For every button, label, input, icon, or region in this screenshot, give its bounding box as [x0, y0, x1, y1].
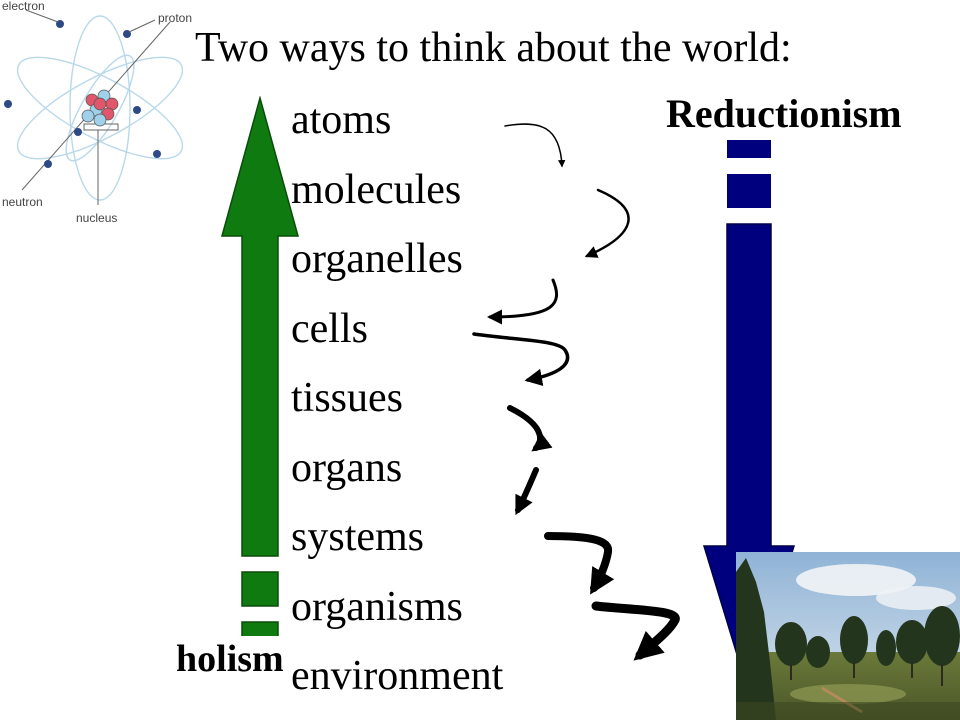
level-item: systems [291, 514, 425, 560]
electron-label: electron [2, 0, 45, 13]
squiggle-arrow-icon [515, 467, 539, 516]
squiggle-arrow-icon [472, 332, 570, 387]
level-item: environment [291, 653, 504, 699]
level-item: organs [291, 444, 403, 491]
neutron-label: neutron [2, 195, 43, 209]
squiggle-arrow-icon [507, 405, 553, 452]
squiggle-arrow-icon [591, 601, 680, 661]
holism-label: holism [172, 636, 288, 682]
reductionism-label: Reductionism [666, 91, 902, 136]
nucleus-label: nucleus [76, 211, 117, 225]
proton-label: proton [158, 11, 192, 25]
level-list: atoms molecules organelles cells tissues… [291, 96, 503, 720]
squiggle-arrow-icon [504, 123, 566, 168]
landscape-photo [736, 552, 960, 720]
up-arrow-icon [221, 96, 299, 641]
level-item: organisms [291, 583, 463, 630]
level-item: molecules [291, 166, 462, 213]
level-item: cells [291, 305, 368, 352]
squiggle-arrow-icon [487, 278, 558, 325]
atom-diagram-icon: electron proton neutron nucleus [2, 0, 192, 225]
slide-title: Two ways to think about the world: [195, 25, 792, 71]
squiggle-arrows [472, 123, 680, 661]
level-item: organelles [291, 236, 463, 282]
level-item: atoms [291, 97, 392, 143]
squiggle-arrow-icon [584, 188, 630, 258]
squiggle-arrow-icon [544, 532, 615, 595]
level-item: tissues [291, 375, 404, 421]
